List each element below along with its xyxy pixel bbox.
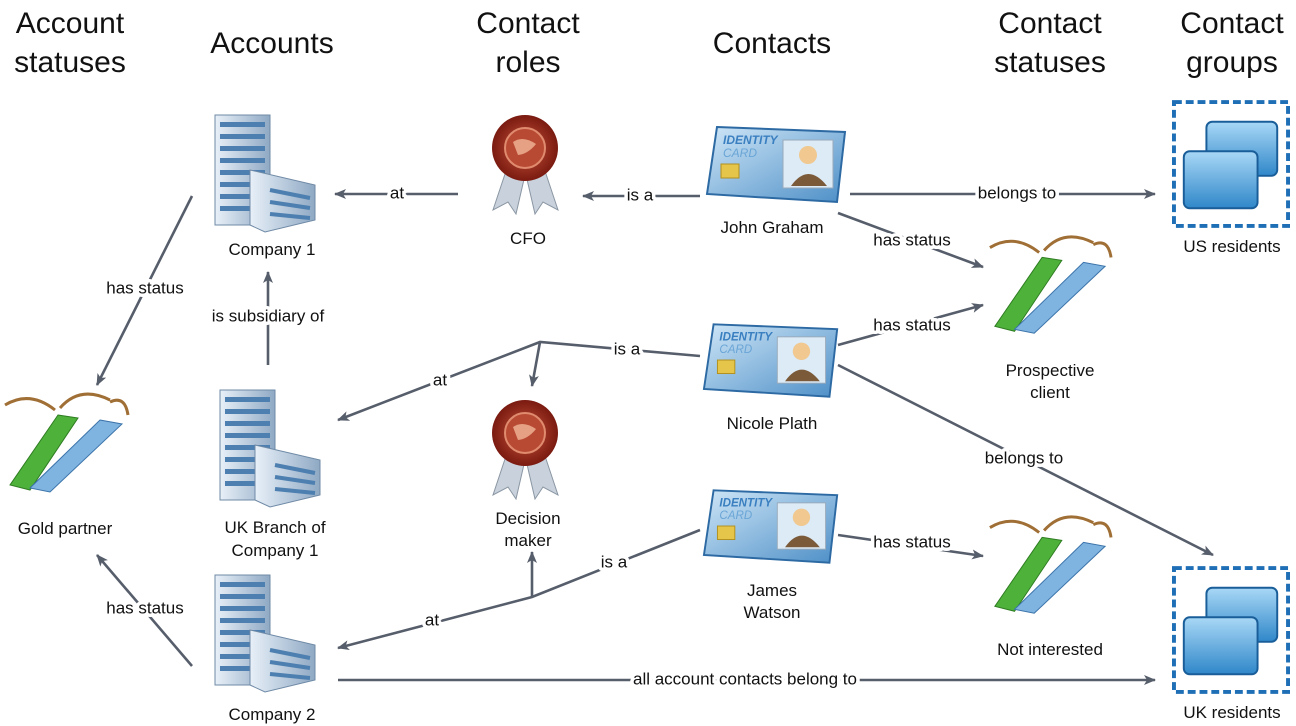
edge-label: has status <box>873 532 951 551</box>
edge-label: belongs to <box>985 448 1063 467</box>
wax-seal-icon <box>491 114 559 215</box>
header-contact-statuses-line1: Contact <box>998 7 1102 40</box>
office-building-icon <box>218 388 322 509</box>
identity-card-icon <box>706 126 846 203</box>
group-icon <box>1172 100 1290 228</box>
node-label: Nicole Plath <box>727 414 818 433</box>
edge-nicole-uk <box>837 363 1214 557</box>
node-label: Watson <box>743 603 800 622</box>
header-account-statuses-line2: statuses <box>14 46 126 79</box>
edge-labels: is a at belongs to has status has status… <box>103 180 1067 692</box>
group-icon <box>1172 566 1290 694</box>
node-not-interested[interactable]: Not interested <box>988 515 1113 659</box>
edge-label: is a <box>627 185 654 204</box>
edge-label: is a <box>601 552 628 571</box>
edge-label: at <box>425 610 439 629</box>
node-james-watson[interactable]: James Watson <box>702 489 839 622</box>
header-contact-roles-line1: Contact <box>476 7 580 40</box>
node-label: John Graham <box>721 218 824 237</box>
header-contacts: Contacts <box>713 27 831 60</box>
tag-icon <box>3 392 130 494</box>
node-decision-maker[interactable]: Decision maker <box>491 399 561 550</box>
node-uk-residents[interactable]: UK residents <box>1172 566 1290 722</box>
column-headers: Account statuses Accounts Contact roles … <box>14 7 1284 79</box>
node-company2[interactable]: Company 2 <box>213 573 317 724</box>
edge-nicole-prospective <box>837 303 984 347</box>
node-label: Company 1 <box>232 541 319 560</box>
edge-label: has status <box>106 278 184 297</box>
edge-label: has status <box>106 598 184 617</box>
edge-nicole-decision-maker <box>529 341 542 387</box>
node-label: Not interested <box>997 640 1103 659</box>
edge-label: has status <box>873 315 951 334</box>
identity-card-icon <box>702 323 839 398</box>
edge-john-prospective <box>837 211 984 269</box>
node-label: Decision <box>495 509 560 528</box>
identity-card-icon <box>702 489 839 564</box>
header-contact-groups-line2: groups <box>1186 46 1278 79</box>
header-contact-groups-line1: Contact <box>1180 7 1284 40</box>
tag-icon <box>988 515 1113 615</box>
office-building-icon <box>213 573 317 694</box>
node-gold-partner[interactable]: Gold partner <box>3 392 130 538</box>
node-label: UK Branch of <box>224 518 325 537</box>
tag-icon <box>988 235 1113 335</box>
node-label: UK residents <box>1183 703 1280 722</box>
node-label: CFO <box>510 229 546 248</box>
edge-label: is a <box>614 339 641 358</box>
edge-label: belongs to <box>978 183 1056 202</box>
node-label: Company 1 <box>229 240 316 259</box>
node-us-residents[interactable]: US residents <box>1172 100 1290 256</box>
node-label: James <box>747 581 797 600</box>
node-company1[interactable]: Company 1 <box>213 113 317 259</box>
edge-label: is subsidiary of <box>212 306 325 325</box>
edge-company1-gold <box>95 195 194 386</box>
edge-company2-gold <box>96 554 193 667</box>
edge-label: all account contacts belong to <box>633 669 857 688</box>
node-nicole-plath[interactable]: Nicole Plath <box>702 323 839 433</box>
node-john-graham[interactable]: John Graham <box>706 126 846 237</box>
node-label: maker <box>504 531 552 550</box>
node-label: US residents <box>1183 237 1280 256</box>
office-building-icon <box>213 113 317 234</box>
edge-label: at <box>390 183 404 202</box>
header-contact-roles-line2: roles <box>495 46 560 79</box>
header-accounts: Accounts <box>210 27 333 60</box>
header-contact-statuses-line2: statuses <box>994 46 1106 79</box>
node-uk-branch[interactable]: UK Branch of Company 1 <box>218 388 326 560</box>
wax-seal-icon <box>491 399 559 500</box>
node-prospective-client[interactable]: Prospective client <box>988 235 1113 402</box>
node-label: Gold partner <box>18 519 113 538</box>
edge-label: has status <box>873 230 951 249</box>
edge-label: at <box>433 370 447 389</box>
header-account-statuses-line1: Account <box>16 7 125 40</box>
node-label: client <box>1030 383 1070 402</box>
edge-james-not-interested <box>837 533 984 560</box>
node-label: Company 2 <box>229 705 316 724</box>
edges <box>95 189 1214 685</box>
node-label: Prospective <box>1006 361 1095 380</box>
node-cfo[interactable]: CFO <box>491 114 559 248</box>
